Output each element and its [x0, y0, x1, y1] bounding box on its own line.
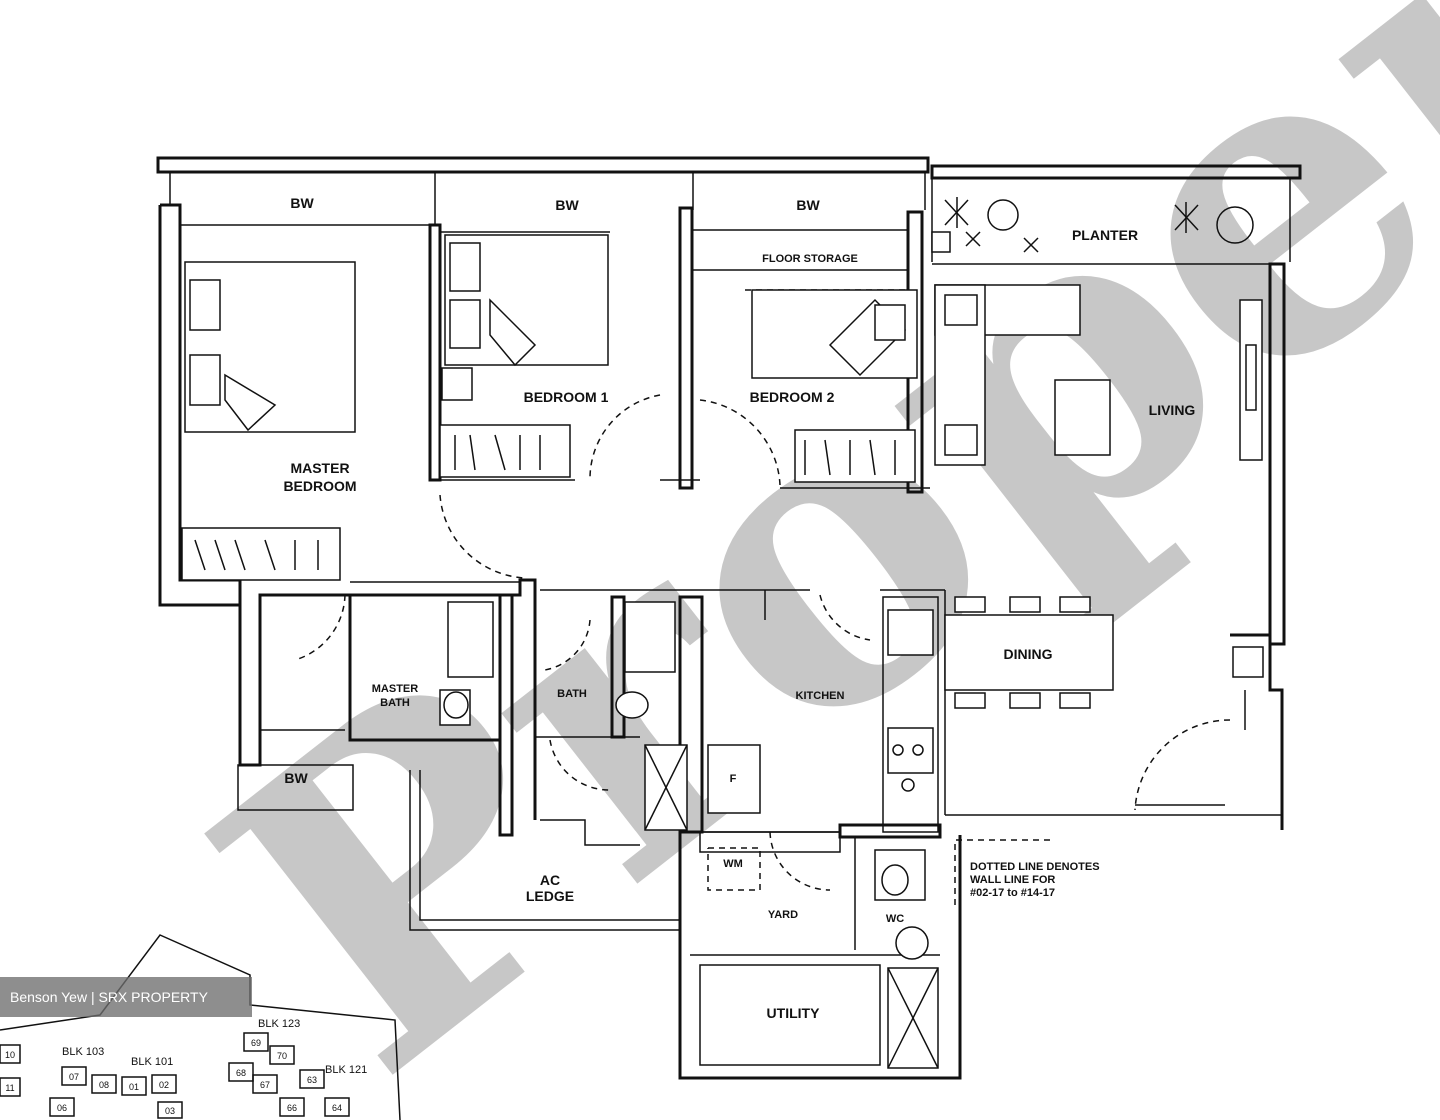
svg-text:64: 64 [332, 1103, 342, 1113]
svg-text:03: 03 [165, 1106, 175, 1116]
blk-101-label: BLK 101 [131, 1056, 173, 1068]
photo-credit: Benson Yew | SRX PROPERTY [0, 977, 252, 1017]
note-line-3: #02-17 to #14-17 [970, 887, 1055, 899]
svg-text:07: 07 [69, 1072, 79, 1082]
planter-label: PLANTER [1072, 227, 1138, 243]
svg-text:68: 68 [236, 1068, 246, 1078]
dining-label: DINING [1004, 646, 1053, 662]
unit-70: 70 [269, 1045, 295, 1065]
floor-storage-label: FLOOR STORAGE [762, 253, 858, 265]
ac-ledge-label-2: LEDGE [526, 888, 574, 904]
unit-64: 64 [324, 1097, 350, 1117]
unit-08: 08 [91, 1074, 117, 1094]
bw-bedroom1-label: BW [555, 197, 579, 213]
unit-02: 02 [151, 1074, 177, 1094]
master-bedroom-label-1: MASTER [290, 460, 349, 476]
bw-bedroom2-label: BW [796, 197, 820, 213]
svg-text:69: 69 [251, 1038, 261, 1048]
bw-lower-label: BW [284, 770, 308, 786]
svg-text:63: 63 [307, 1075, 317, 1085]
wm-label: WM [723, 858, 743, 870]
kitchen-label: KITCHEN [796, 690, 845, 702]
unit-11: 11 [0, 1077, 21, 1097]
unit-03: 03 [157, 1101, 183, 1119]
svg-text:10: 10 [5, 1050, 15, 1060]
unit-01: 01 [121, 1076, 147, 1096]
wc-label: WC [886, 913, 904, 925]
outer-walls [156, 156, 1302, 1080]
blk-123-label: BLK 123 [258, 1018, 300, 1030]
unit-63: 63 [299, 1069, 325, 1089]
site-plan-inset: BLK 103 BLK 101 BLK 123 BLK 121 10 11 07… [0, 934, 401, 1120]
fridge-label: F [730, 773, 737, 785]
unit-07: 07 [61, 1066, 87, 1086]
note-line-2: WALL LINE FOR [970, 874, 1055, 886]
svg-text:02: 02 [159, 1080, 169, 1090]
blk-121-label: BLK 121 [325, 1064, 367, 1076]
master-bath-label-1: MASTER [372, 683, 419, 695]
bedroom2-label: BEDROOM 2 [750, 389, 835, 405]
utility-label: UTILITY [767, 1005, 821, 1021]
door-swings [294, 394, 1231, 891]
furniture [181, 231, 1264, 960]
svg-text:06: 06 [57, 1103, 67, 1113]
svg-text:11: 11 [5, 1083, 14, 1093]
unit-68: 68 [228, 1062, 254, 1082]
unit-69: 69 [243, 1032, 269, 1052]
bath-label: BATH [557, 688, 587, 700]
ac-ledge-label-1: AC [540, 872, 560, 888]
bedroom1-label: BEDROOM 1 [524, 389, 609, 405]
svg-text:66: 66 [287, 1103, 297, 1113]
planter-plants [944, 197, 1254, 253]
yard-label: YARD [768, 909, 798, 921]
svg-text:70: 70 [277, 1051, 287, 1061]
unit-66: 66 [279, 1097, 305, 1117]
svg-text:01: 01 [129, 1082, 139, 1092]
note-line-1: DOTTED LINE DENOTES [970, 861, 1100, 873]
svg-text:67: 67 [260, 1080, 270, 1090]
master-bath-label-2: BATH [380, 697, 410, 709]
unit-67: 67 [252, 1074, 278, 1094]
unit-10: 10 [0, 1044, 21, 1064]
unit-06: 06 [49, 1097, 75, 1117]
bw-master-label: BW [290, 195, 314, 211]
svg-text:08: 08 [99, 1080, 109, 1090]
blk-103-label: BLK 103 [62, 1046, 104, 1058]
living-label: LIVING [1149, 402, 1196, 418]
master-bedroom-label-2: BEDROOM [283, 478, 356, 494]
